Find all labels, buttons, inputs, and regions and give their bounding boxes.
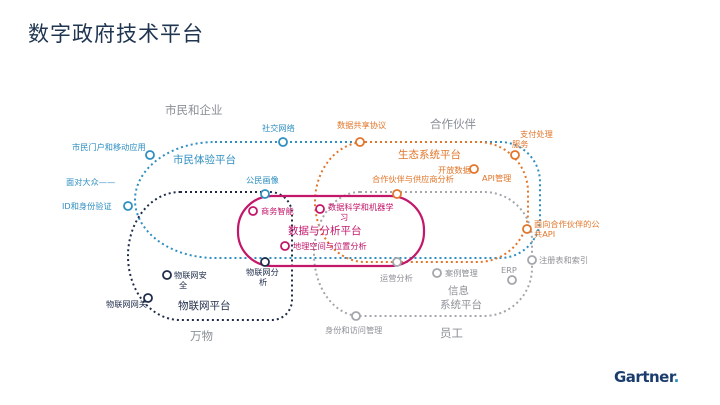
id-verification-label: ID和身份验证: [62, 201, 112, 211]
region-citizens-label: 市民和企业: [165, 103, 223, 117]
iot-gateway-label: 物联网网关: [106, 299, 147, 309]
iot-analysis-label-line1: 物联网分: [246, 267, 279, 277]
node-identity-access: [351, 311, 361, 321]
node-payment: [510, 150, 520, 160]
case-management-label: 案例管理: [445, 268, 478, 278]
iot-analysis-label-line2: 析: [259, 277, 267, 287]
node-iot-gateway: [143, 293, 153, 303]
info-system-label-line2: 系统平台: [440, 298, 482, 311]
payment-label-line2: 服务: [512, 139, 528, 149]
node-erp: [507, 275, 517, 285]
node-operations-analysis: [392, 257, 402, 267]
node-geo-analysis: [280, 241, 290, 251]
info-system-label-line1: 信息: [448, 284, 469, 297]
node-id-verification: [123, 201, 133, 211]
node-registry: [527, 255, 537, 265]
data-science-label-line1: 数据科学和机器学: [328, 202, 394, 212]
node-partner-analysis: [392, 189, 402, 199]
node-data-sharing: [355, 137, 365, 147]
ecosystem-label: 生态系统平台: [398, 148, 461, 161]
node-public-api: [522, 224, 532, 234]
data-analytics-loop: [236, 194, 426, 268]
node-citizen-profile: [260, 189, 270, 199]
region-things-label: 万物: [190, 329, 213, 343]
geo-analysis-label: 地理空间与位置分析: [293, 241, 367, 251]
face-to-face-label: 面对大众——: [66, 177, 115, 187]
node-iot-security: [162, 270, 172, 280]
partner-analysis-label: 合作伙伴与供应商分析: [372, 174, 454, 184]
social-network-label: 社交网络: [262, 123, 295, 133]
identity-access-label: 身份和访问管理: [325, 325, 382, 335]
public-api-label-line2: 共API: [534, 229, 555, 239]
data-sharing-label: 数据共享协议: [337, 120, 386, 130]
region-employees-label: 员工: [440, 326, 463, 340]
citizen-profile-label: 公民画像: [246, 175, 279, 185]
iot-label: 物联网平台: [178, 299, 231, 312]
node-data-science: [315, 204, 325, 214]
public-api-label-line1: 面向合作伙伴的公: [534, 219, 600, 229]
erp-label: ERP: [501, 265, 517, 275]
node-social-network: [278, 137, 288, 147]
open-data-label: 开放数据: [438, 165, 471, 175]
payment-label-line1: 支付处理: [520, 129, 553, 139]
api-management-label: API管理: [482, 173, 511, 183]
iot-security-label-line1: 物联网安: [174, 270, 207, 280]
node-business-intelligence: [248, 206, 258, 216]
operations-analysis-label: 运营分析: [380, 273, 413, 283]
registry-label: 注册表和索引: [539, 255, 588, 265]
data-analytics-label: 数据与分析平台: [288, 224, 362, 237]
node-iot-analysis: [260, 257, 270, 267]
data-science-label-line2: 习: [340, 212, 348, 222]
gartner-logo: Gartner.: [614, 368, 679, 386]
page-title: 数字政府技术平台: [28, 22, 204, 46]
node-case-management: [432, 268, 442, 278]
node-citizen-portal: [145, 150, 155, 160]
node-api-management: [469, 164, 479, 174]
citizen-experience-label: 市民体验平台: [173, 153, 236, 166]
region-partners-label: 合作伙伴: [430, 117, 476, 131]
business-intelligence-label: 商务智能: [261, 206, 294, 216]
citizen-portal-label: 市民门户和移动应用: [72, 142, 146, 152]
iot-security-label-line2: 全: [179, 280, 187, 290]
